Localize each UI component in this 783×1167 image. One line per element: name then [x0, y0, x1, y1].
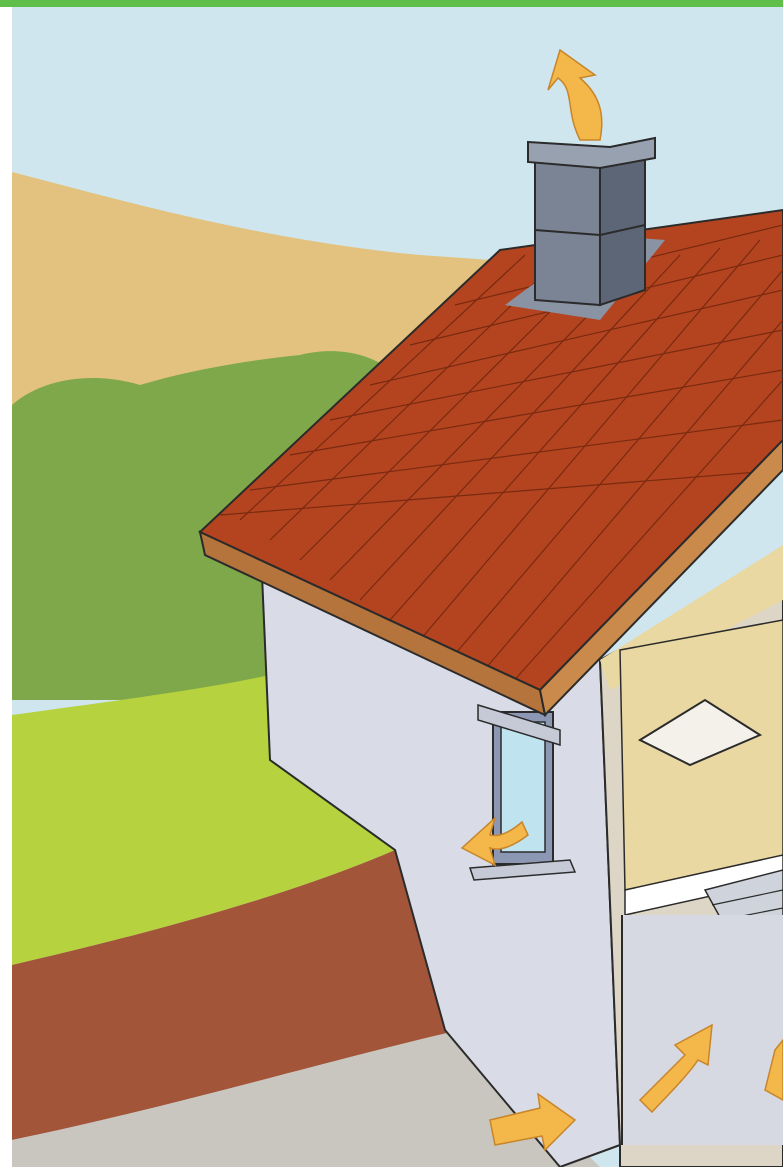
- top-bar: [0, 0, 783, 7]
